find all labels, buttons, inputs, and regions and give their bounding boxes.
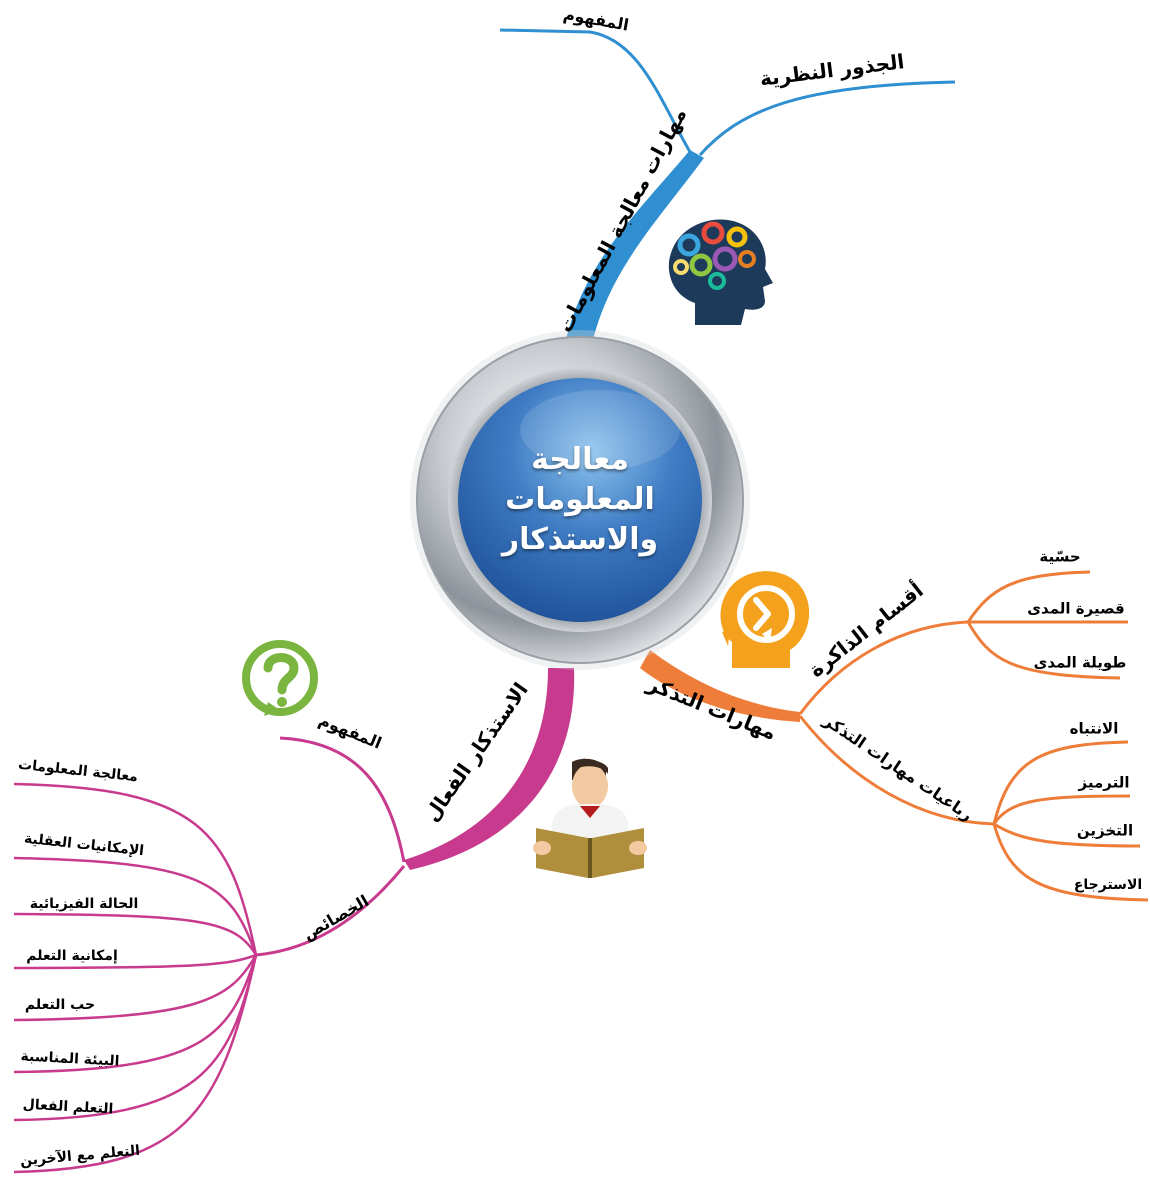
- label-memory-long-term: طويلة المدى: [1033, 653, 1127, 672]
- link-traits: [255, 865, 406, 957]
- label-trait-physical-state: الحالة الفيزيائية: [29, 896, 139, 912]
- label-storage: التخزين: [1076, 821, 1134, 840]
- link-theoretical-roots: [698, 80, 956, 156]
- label-retrieval: الاسترجاع: [1073, 877, 1143, 893]
- link-quartet: [798, 715, 995, 826]
- label-trait-learning-ability: إمكانية التعلم: [26, 948, 118, 964]
- student-reading-icon: [533, 758, 647, 878]
- link-trait-8: [13, 954, 258, 1174]
- link-sensory: [966, 570, 1091, 623]
- link-memory-types: [798, 620, 969, 715]
- link-trait-1: [13, 782, 258, 956]
- question-mark-icon: [242, 640, 318, 716]
- branch-remembering: [640, 570, 1149, 902]
- link-trait-4: [13, 953, 257, 970]
- trunk-effective-study: [404, 668, 575, 870]
- link-long-term: [966, 621, 1121, 680]
- link-retrieval: [992, 823, 1149, 902]
- brain-gears-icon: [668, 219, 773, 325]
- branch-effective-study: [13, 668, 575, 1174]
- link-trait-3: [13, 912, 258, 956]
- link-trait-2: [13, 856, 258, 956]
- central-title: معالجة المعلومات والاستذكار: [501, 442, 659, 557]
- trunk-info-processing: [566, 150, 704, 344]
- link-encoding: [992, 794, 1131, 825]
- link-trait-5: [13, 954, 258, 1022]
- label-attention: الانتباه: [1069, 719, 1119, 738]
- link-storage: [993, 822, 1141, 848]
- trunk-remembering: [640, 650, 800, 722]
- memory-head-icon: [720, 571, 810, 668]
- link-trait-7: [13, 954, 258, 1122]
- central-node: [410, 330, 750, 670]
- label-encoding: الترميز: [1078, 773, 1130, 792]
- branch-info-processing: [499, 28, 956, 344]
- link-trait-6: [13, 954, 258, 1074]
- label-trait-love-learning: حب التعلم: [24, 997, 96, 1013]
- link-concept-top: [499, 28, 692, 153]
- label-memory-sensory: حسّية: [1039, 547, 1081, 566]
- label-memory-short-term: قصيرة المدى: [1027, 599, 1125, 618]
- link-attention: [992, 740, 1129, 825]
- link-concept-bottom: [279, 736, 406, 863]
- core-circle: [458, 378, 702, 622]
